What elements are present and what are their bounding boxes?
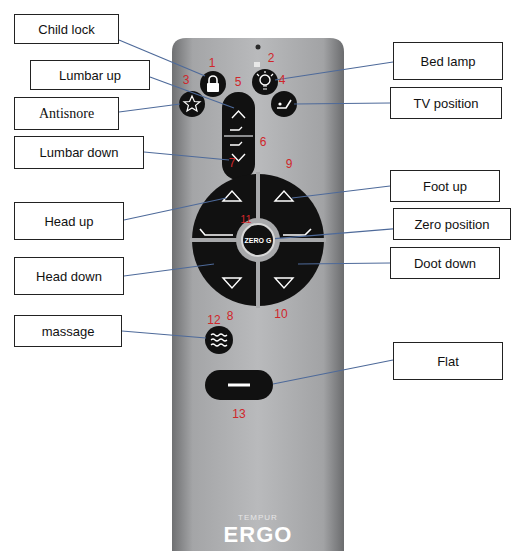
callout-box: Antisnore: [14, 97, 119, 130]
callout-text: Doot down: [414, 256, 476, 271]
callout-text: massage: [42, 324, 95, 339]
foot-up-arrow: [275, 191, 293, 201]
leader-line: [122, 331, 206, 338]
brand-text: TEMPUR: [238, 513, 278, 522]
callout-box: Lumbar down: [14, 136, 144, 169]
antisnore-button: [179, 91, 205, 117]
callout-number: 12: [207, 313, 220, 327]
callout-number: 3: [183, 73, 190, 87]
led: [256, 45, 261, 50]
callout-number: 7: [229, 156, 236, 170]
leader-line: [273, 360, 393, 384]
callout-text: Lumbar up: [59, 68, 121, 83]
callout-text: Head down: [36, 269, 102, 284]
callout-box: Head up: [14, 202, 124, 240]
button-text: ZERO G: [245, 237, 272, 244]
wave-icon: [211, 334, 227, 346]
callout-text: Bed lamp: [421, 54, 476, 69]
head-up-arrow: [223, 191, 241, 201]
callout-number: 10: [274, 307, 287, 321]
callout-box: Zero position: [393, 208, 511, 240]
callout-box: Foot up: [390, 170, 500, 202]
massage-button: [205, 326, 233, 354]
callout-number: 6: [260, 135, 267, 149]
star-icon: [184, 96, 200, 111]
lock-indicator: [254, 62, 260, 67]
callout-text: Antisnore: [39, 106, 94, 122]
zero-g-button: ZERO G: [241, 223, 275, 257]
callout-number: 8: [227, 309, 234, 323]
callout-number: 9: [286, 157, 293, 171]
leader-lines: [119, 40, 393, 384]
up-arrow: [232, 111, 245, 118]
callout-box: massage: [14, 315, 122, 347]
bulb-icon: [260, 75, 270, 85]
leader-line: [292, 186, 390, 198]
foot-icon: [283, 229, 311, 235]
callout-number: 13: [232, 407, 245, 421]
lamp-button: [252, 69, 278, 95]
leader-line: [294, 103, 390, 104]
callout-text: Child lock: [38, 22, 94, 37]
callout-number: 11: [240, 213, 251, 225]
callout-box: Head down: [14, 257, 124, 295]
callout-number: 2: [268, 51, 275, 65]
flat-button: [205, 370, 273, 400]
callout-text: TV position: [413, 96, 478, 111]
tv-icon: [277, 100, 291, 108]
head-icon: [200, 229, 233, 235]
callout-box: Child lock: [14, 14, 119, 44]
lock-icon: [207, 83, 219, 92]
leader-line: [119, 104, 180, 112]
leader-line: [124, 198, 226, 220]
rocker-split: [224, 135, 253, 137]
callout-box: Bed lamp: [393, 42, 503, 80]
callout-text: Zero position: [414, 217, 489, 232]
callout-text: Foot up: [423, 179, 467, 194]
brand-logo: ERGO: [224, 522, 293, 548]
foot-down-arrow: [275, 278, 293, 288]
leader-line: [150, 77, 234, 108]
callout-number: 4: [279, 73, 286, 87]
callout-text: Head up: [44, 214, 93, 229]
head-down-arrow: [223, 278, 241, 288]
leader-line: [298, 263, 390, 264]
leader-line: [144, 152, 229, 160]
callout-box: Flat: [393, 342, 503, 380]
callout-box: TV position: [390, 87, 502, 119]
leader-line: [275, 229, 393, 239]
callout-text: Lumbar down: [40, 145, 119, 160]
lock-icon: [209, 76, 217, 83]
flat-icon: [228, 384, 250, 387]
bulb-icon: [257, 71, 273, 89]
tv-icon: [278, 102, 281, 105]
callout-number: 1: [209, 56, 216, 70]
callout-box: Lumbar up: [30, 60, 150, 90]
leader-line: [275, 62, 393, 80]
lumbar-icon: [230, 127, 242, 145]
remote-body: [172, 38, 344, 551]
callout-box: Doot down: [390, 247, 500, 279]
tv-button: [271, 91, 297, 117]
callout-number: 5: [235, 75, 242, 89]
leader-line: [124, 264, 214, 276]
callout-text: Flat: [437, 354, 459, 369]
